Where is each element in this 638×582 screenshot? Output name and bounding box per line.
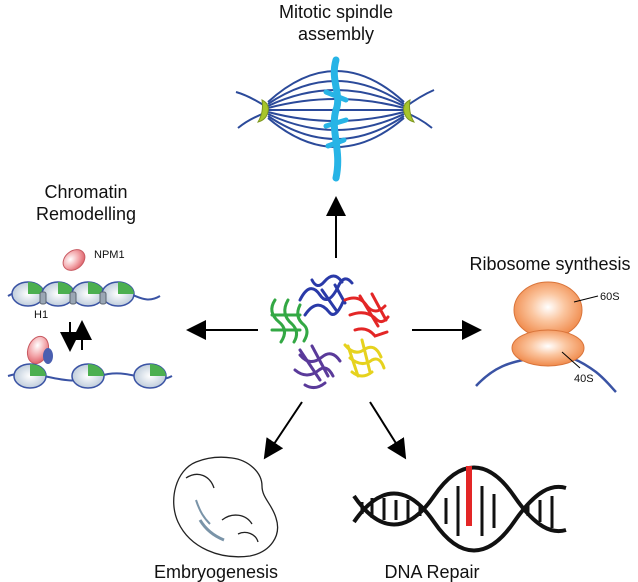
arrow-to-dna-repair (369, 401, 407, 460)
ribosome-small-subunit (511, 329, 585, 367)
protein-chain-red (343, 292, 390, 338)
dna-double-helix (352, 465, 567, 553)
npm1-label: NPM1 (94, 249, 125, 261)
embryo-icon (173, 456, 279, 558)
embryogenesis-title: Embryogenesis (154, 562, 278, 582)
nucleosome (13, 363, 47, 389)
nucleosome (133, 363, 167, 389)
spindle-title-line1: Mitotic spindle (279, 2, 393, 22)
nucleosome (71, 363, 105, 389)
chromosome-upper (330, 56, 342, 114)
compact-chromatin: H1 (7, 281, 161, 321)
nucleosome (101, 281, 135, 307)
label-40s: 40S (574, 373, 594, 385)
pointer-40s (561, 351, 581, 369)
protein-chain-green (270, 298, 309, 344)
embryogenesis-section: Embryogenesis (154, 456, 279, 582)
chromatin-section: Chromatin Remodelling NPM1 (7, 182, 173, 389)
centrosome-left (256, 99, 269, 123)
chromosome-arms (323, 89, 349, 149)
h1-bound-to-npm1 (43, 348, 53, 364)
chromatin-title-line2: Remodelling (36, 204, 136, 224)
dna-base-pairs (360, 486, 554, 536)
ribosome-title: Ribosome synthesis (469, 254, 630, 274)
arrow-to-embryogenesis (263, 401, 303, 460)
spindle-title-line2: assembly (298, 24, 374, 44)
protein-chain-yellow (343, 338, 386, 378)
nucleosome (41, 281, 75, 307)
protein-chain-purple (293, 344, 342, 390)
dna-repair-section: DNA Repair (352, 465, 567, 582)
ribosome-section: Ribosome synthesis 60S 40S (469, 254, 631, 393)
protein-chain-blue (298, 274, 354, 317)
chromatin-title-line1: Chromatin (44, 182, 127, 202)
h1-label: H1 (34, 309, 48, 321)
pointer-60s (573, 295, 599, 303)
dna-damage-marker (466, 466, 472, 526)
nucleosome (71, 281, 105, 307)
label-60s: 60S (600, 291, 620, 303)
nucleosome (11, 281, 45, 307)
pathway-arrows (186, 196, 482, 460)
h1-linker-histones (39, 291, 107, 305)
centrosome-right (403, 99, 416, 123)
npm1-protein-top (62, 249, 86, 271)
open-chromatin (7, 335, 173, 389)
dna-repair-title: DNA Repair (384, 562, 479, 582)
npm1-pentamer-structure (270, 274, 390, 390)
mitotic-spindle-section: Mitotic spindle assembly (235, 2, 435, 182)
equilibrium-arrows (60, 320, 92, 352)
